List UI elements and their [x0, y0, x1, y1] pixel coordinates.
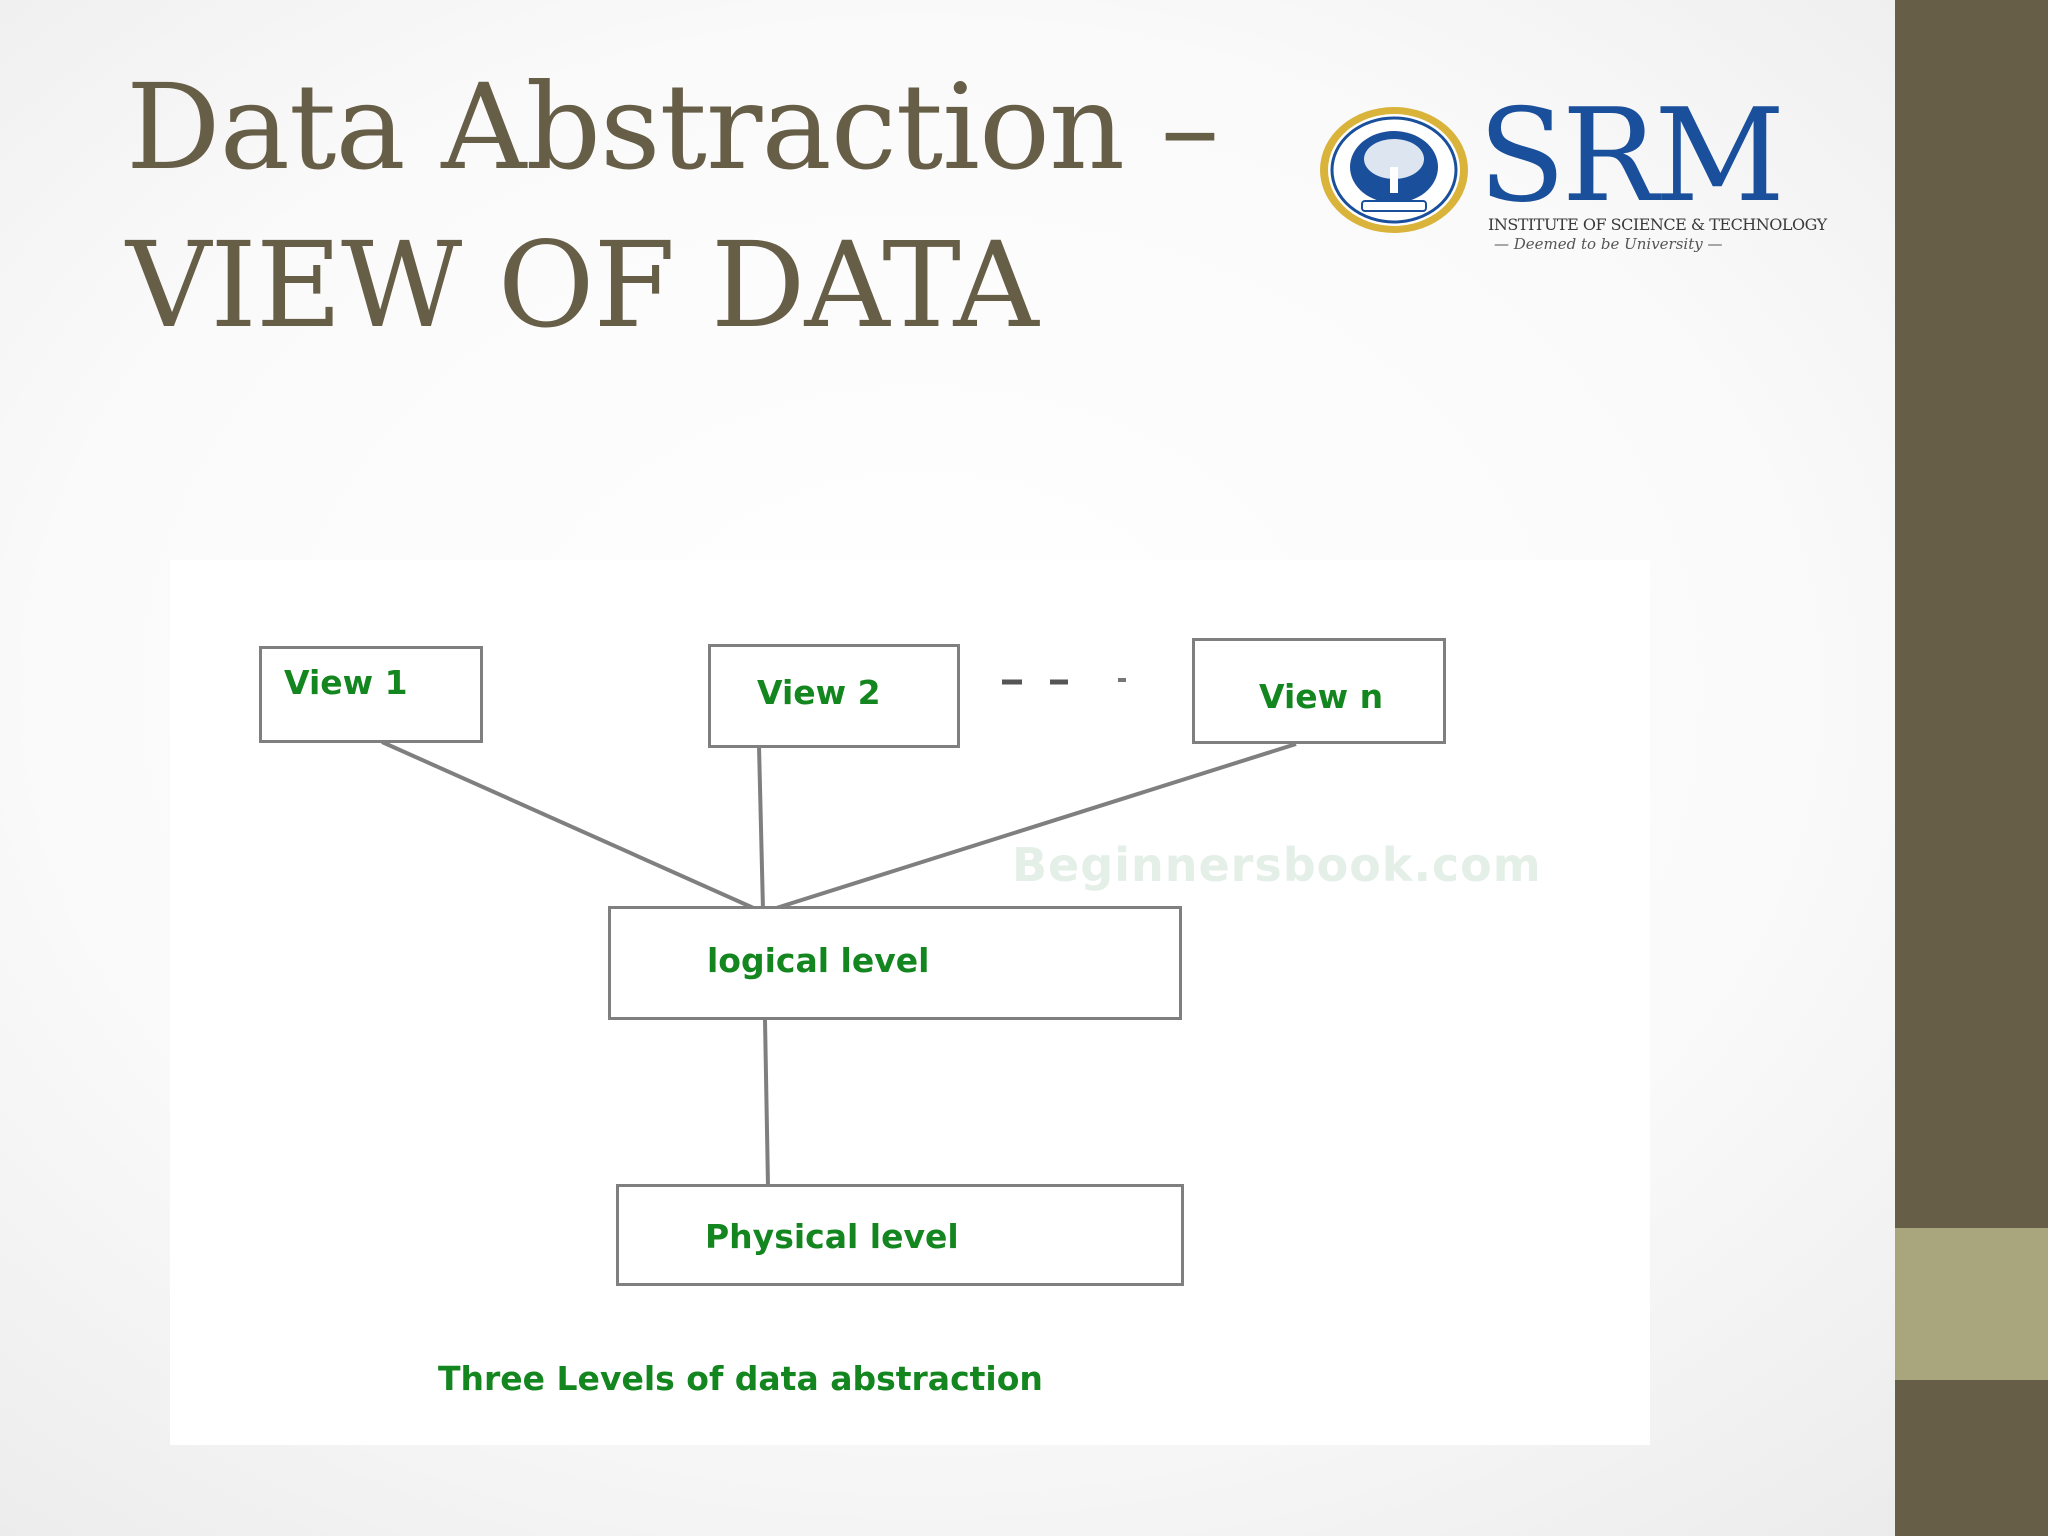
university-seal-icon	[1320, 107, 1468, 233]
view-n-box: View n	[1192, 638, 1446, 744]
logo-subtitle: INSTITUTE OF SCIENCE & TECHNOLOGY	[1488, 215, 1827, 234]
connector-logical-physical	[763, 1019, 770, 1187]
connector-view1-logical	[381, 740, 759, 912]
slide-title: Data Abstraction – VIEW OF DATA	[126, 48, 1226, 364]
srm-logo: SRM INSTITUTE OF SCIENCE & TECHNOLOGY — …	[1318, 93, 1828, 265]
side-bar-accent	[1895, 1228, 2048, 1380]
connector-view2-logical	[757, 745, 765, 911]
watermark: Beginnersbook.com	[1012, 838, 1542, 892]
physical-level-box: Physical level	[616, 1184, 1184, 1286]
view-1-box: View 1	[259, 646, 483, 743]
connector-viewn-logical	[769, 742, 1297, 912]
ellipsis-dashes	[1002, 678, 1126, 685]
logo-wordmark: SRM	[1478, 82, 1785, 231]
physical-level-label: Physical level	[705, 1217, 959, 1256]
logo-tagline: — Deemed to be University —	[1494, 235, 1723, 253]
view-n-label: View n	[1259, 677, 1384, 716]
diagram-caption: Three Levels of data abstraction	[438, 1359, 1043, 1398]
view-1-label: View 1	[284, 663, 408, 702]
slide-title-line1: Data Abstraction –	[126, 58, 1220, 196]
slide-title-line2: VIEW OF DATA	[126, 216, 1039, 354]
logical-level-label: logical level	[707, 941, 930, 980]
logical-level-box: logical level	[608, 906, 1182, 1020]
view-2-box: View 2	[708, 644, 960, 748]
view-2-label: View 2	[757, 673, 881, 712]
